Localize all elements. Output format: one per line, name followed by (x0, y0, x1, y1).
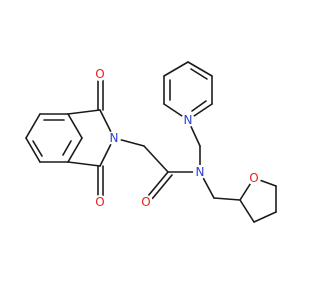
bond-c10-o3-a (147, 171, 169, 197)
bond-c4-c5 (25, 137, 41, 163)
bond-thf-5 (239, 199, 255, 223)
atom-nitrogen-imide: N (110, 131, 119, 145)
structure-canvas: O O O O N N N (25, 61, 277, 223)
atom-bg-n2 (181, 113, 195, 127)
atom-labels: O O O O N N N (93, 67, 261, 209)
bond-inner-1 (62, 140, 72, 156)
linker-chain (113, 137, 169, 173)
bond-py-3 (163, 61, 189, 77)
amide-carbonyl (147, 171, 173, 200)
atom-bg-n1 (107, 131, 121, 145)
imide-carbonyls (97, 79, 104, 197)
atom-nitrogen-pyridine: N (184, 113, 193, 127)
atom-oxygen-4: O (249, 171, 258, 185)
pyridine-ring (163, 61, 213, 121)
bond-inner-2 (32, 140, 43, 157)
bond-py-inner-3 (191, 100, 207, 112)
bond-py-4 (187, 61, 213, 77)
atom-oxygen-2: O (95, 195, 104, 209)
atom-oxygen-1: O (95, 67, 104, 81)
bond-c5-c6 (25, 113, 41, 139)
atom-bg-o3 (139, 195, 153, 209)
bond-c3-c8 (67, 161, 101, 167)
atom-bg-o1 (93, 67, 107, 81)
atom-bg-o2 (93, 195, 107, 209)
bond-thf-4 (253, 211, 277, 223)
thf-methyl-chain (199, 171, 241, 201)
atom-oxygen-3: O (141, 195, 150, 209)
bond-c13-c14 (213, 197, 241, 201)
bond-c10-o3-b (151, 174, 173, 200)
bond-c9-c10 (143, 145, 169, 173)
atom-bg-n3 (193, 165, 207, 179)
atom-nitrogen-amide: N (196, 165, 205, 179)
benzene-ring (25, 113, 83, 163)
bond-c1-c7 (67, 109, 101, 115)
molecule-diagram: O O O O N N N (25, 61, 277, 223)
bond-py-inner-2 (190, 68, 208, 80)
bond-c1-c2 (67, 113, 83, 139)
atom-bg-o4 (247, 171, 261, 185)
bond-c2-c3 (67, 137, 83, 163)
